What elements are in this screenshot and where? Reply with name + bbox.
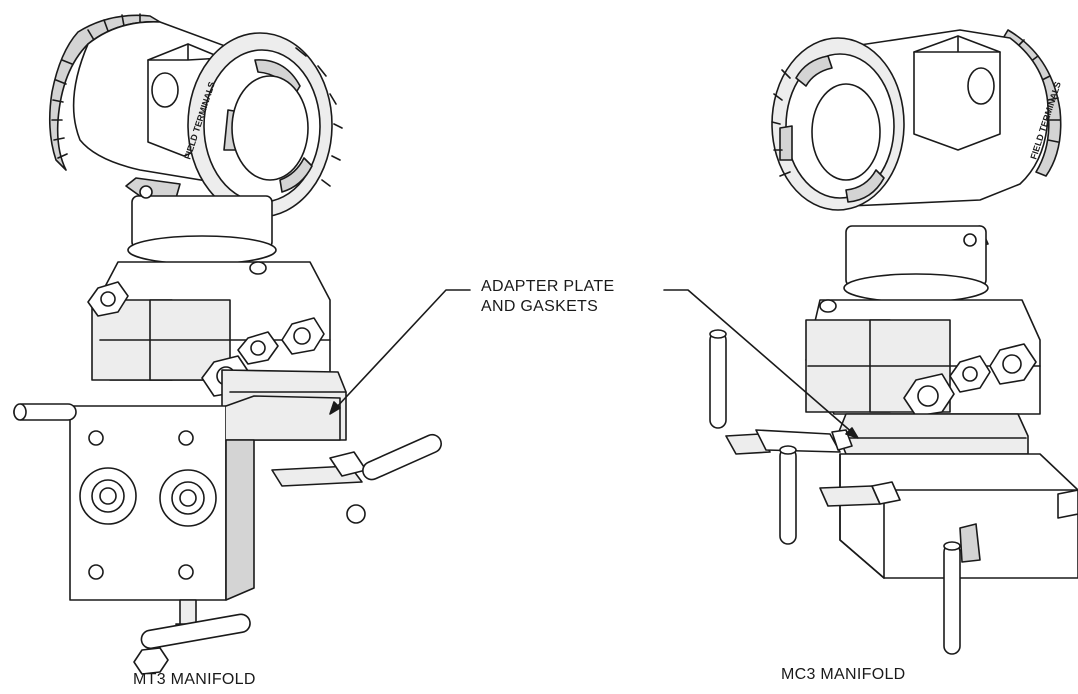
leader-right-arrowhead — [845, 427, 859, 439]
caption-mc3: MC3 MANIFOLD — [781, 666, 906, 683]
valve-handle-right — [271, 433, 442, 524]
callout-line-2: AND GASKETS — [481, 298, 599, 315]
flange-bolt-r3 — [949, 355, 991, 393]
valve-handle-r-middle — [779, 445, 901, 545]
conduit-junction-box-right — [913, 35, 1001, 151]
leader-right — [663, 289, 855, 435]
mt3-manifold-block — [69, 395, 341, 601]
mt3-transmitter: FIELD TERMINALS — [48, 13, 343, 265]
mt3-flange-and-body — [87, 261, 331, 397]
mt3-valve-handles — [13, 403, 442, 675]
flange-bolt-2 — [281, 317, 325, 355]
neck-right — [843, 225, 989, 303]
callout-line-1: ADAPTER PLATE — [481, 278, 615, 295]
leader-left — [333, 289, 471, 411]
mc3-manifold-block — [839, 453, 1078, 579]
mc3-adapter-plate — [837, 413, 1029, 455]
neck — [125, 177, 277, 265]
rear-cover-knurled — [48, 13, 161, 171]
manifold-port-2 — [159, 469, 217, 527]
mc3-transmitter: FIELD TERMINALS — [771, 29, 1063, 303]
front-cover-right — [771, 37, 905, 211]
valve-handle-left — [13, 403, 77, 421]
flange-bolt-r2 — [903, 373, 955, 417]
manifold-fitting-right — [1057, 489, 1078, 519]
front-cover — [187, 32, 343, 218]
mc3-flange-and-body — [805, 299, 1041, 417]
flange-bolt-r1 — [989, 343, 1037, 385]
caption-mt3: MT3 MANIFOLD — [133, 671, 256, 688]
callout-leaders — [329, 289, 859, 439]
mc3-valve-handles — [709, 329, 981, 655]
leader-left-arrowhead — [329, 401, 341, 415]
manifold-port-1 — [79, 467, 137, 525]
valve-handle-bottom — [133, 599, 251, 675]
flange-bolt-1 — [87, 281, 129, 317]
valve-handle-r-lower — [943, 523, 981, 655]
flange-bolt-4 — [237, 331, 279, 365]
